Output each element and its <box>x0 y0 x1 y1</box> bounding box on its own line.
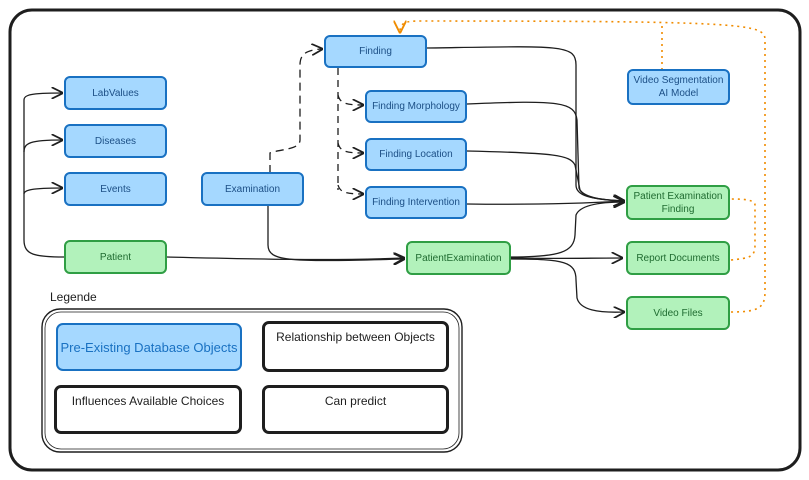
node-report-documents[interactable]: Report Documents <box>626 241 730 275</box>
node-finding-morphology-label: Finding Morphology <box>372 101 460 112</box>
node-diseases-label: Diseases <box>94 135 137 147</box>
node-video-files-label: Video Files <box>653 307 703 319</box>
edge-finding-location <box>337 142 363 153</box>
outer-frame <box>8 8 802 472</box>
node-labvalues[interactable]: LabValues <box>64 76 167 110</box>
node-patient-label: Patient <box>99 251 132 263</box>
legend-can-predict: Can predict <box>262 385 449 434</box>
legend-influences-label: Influences Available Choices <box>71 394 225 408</box>
node-finding-location[interactable]: Finding Location <box>365 138 467 171</box>
node-examination[interactable]: Examination <box>201 172 304 206</box>
edge-patient-diseases <box>23 140 62 153</box>
legend-title: Legende <box>50 290 97 304</box>
node-patient-examination-finding[interactable]: Patient Examination Finding <box>626 185 730 220</box>
edge-videofiles-predict-finding <box>400 20 766 313</box>
node-video-files[interactable]: Video Files <box>626 296 730 330</box>
legend-pre-existing-label: Pre-Existing Database Objects <box>60 339 238 355</box>
edge-pe-videofiles <box>510 258 624 312</box>
edge-location-pef <box>466 150 624 201</box>
legend-pre-existing: Pre-Existing Database Objects <box>56 323 242 371</box>
node-events-label: Events <box>100 183 131 195</box>
node-events[interactable]: Events <box>64 172 167 206</box>
legend-relationship-label: Relationship between Objects <box>276 330 435 344</box>
edge-reports-predict <box>730 198 756 261</box>
node-finding-intervention-label: Finding Intervention <box>372 197 460 208</box>
node-labvalues-label: LabValues <box>92 87 139 99</box>
node-finding[interactable]: Finding <box>324 35 427 68</box>
node-video-segmentation-label-line1: Video Segmentation <box>633 75 724 86</box>
edge-pe-pef <box>510 202 624 258</box>
legend-frame-inner <box>44 311 460 450</box>
node-patient[interactable]: Patient <box>64 240 167 274</box>
legend-influences: Influences Available Choices <box>54 385 242 434</box>
edge-finding-intervention <box>337 184 363 194</box>
node-video-segmentation-label-line2: AI Model <box>658 88 699 99</box>
node-report-documents-label: Report Documents <box>636 252 720 264</box>
node-patient-examination[interactable]: PatientExamination <box>406 241 511 275</box>
edge-examination-patientexamination <box>267 206 404 261</box>
edge-patient-labvalues <box>23 93 65 258</box>
edge-patient-events <box>23 188 62 195</box>
edge-examination-finding <box>269 49 322 173</box>
node-finding-location-label: Finding Location <box>379 149 453 160</box>
node-examination-label: Examination <box>224 183 281 195</box>
legend-can-predict-label: Can predict <box>324 394 387 408</box>
legend-frame <box>41 308 463 453</box>
edge-finding-pef <box>426 46 624 201</box>
node-diseases[interactable]: Diseases <box>64 124 167 158</box>
node-patient-examination-label: PatientExamination <box>415 252 502 264</box>
edge-finding-morphology <box>337 94 363 105</box>
node-finding-intervention[interactable]: Finding Intervention <box>365 186 467 219</box>
node-finding-morphology[interactable]: Finding Morphology <box>365 90 467 123</box>
legend-relationship: Relationship between Objects <box>262 321 449 372</box>
node-pef-label-line2: Finding <box>661 203 695 215</box>
node-finding-label: Finding <box>359 46 392 57</box>
node-video-segmentation[interactable]: Video Segmentation AI Model <box>627 69 730 105</box>
node-pef-label-line1: Patient Examination <box>633 190 723 202</box>
